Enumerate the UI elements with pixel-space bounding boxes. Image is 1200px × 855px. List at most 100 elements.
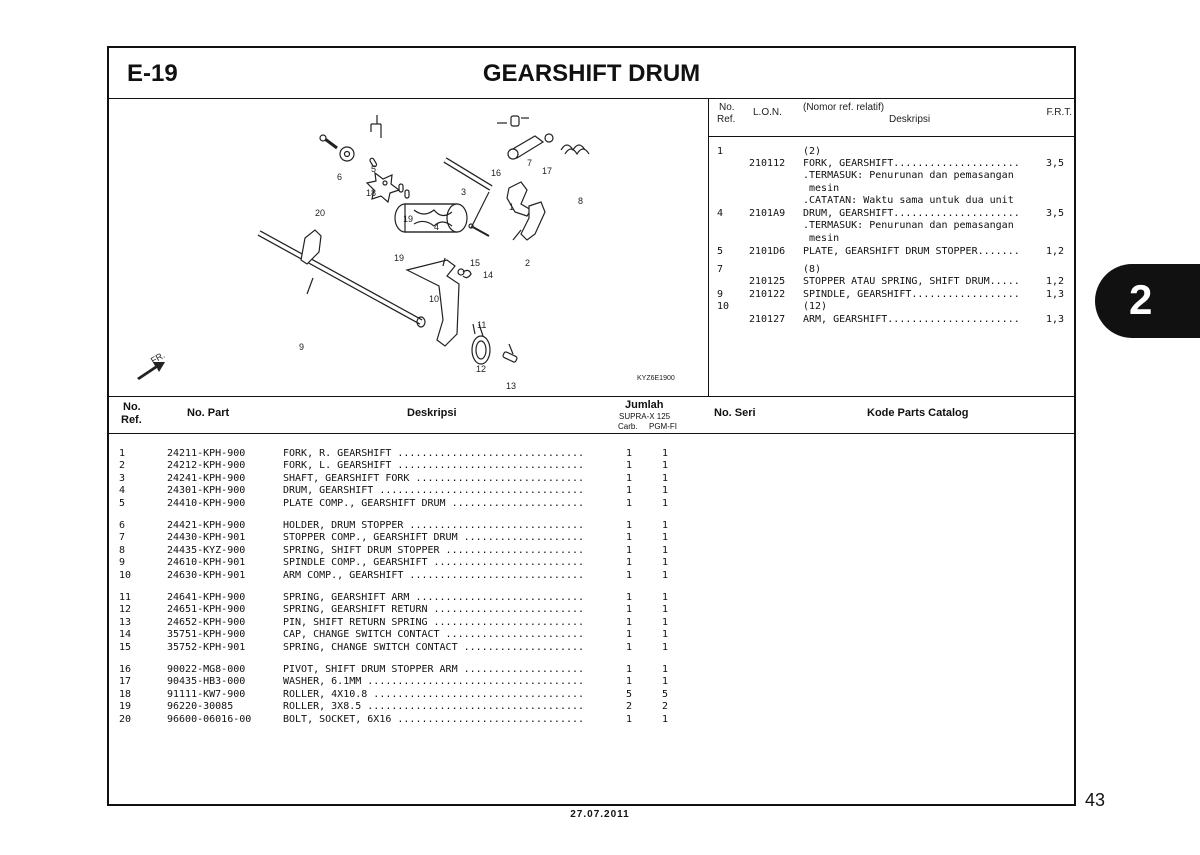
row-description: PIVOT, SHIFT DRUM STOPPER ARM ..........… [283,664,585,675]
row-ref: 19 [119,701,132,713]
row-description: CAP, CHANGE SWITCH CONTACT .............… [283,629,585,641]
row-qty-carb: 1 [625,664,633,675]
callout-7: 7 [527,158,532,168]
ref-desc: PLATE, GEARSHIFT DRUM STOPPER....... [803,246,1020,257]
ref-lon: 2101D6 [749,246,786,257]
callout-10: 10 [429,294,439,304]
ref-frt: 3,5 [1045,158,1064,169]
row-part-number: 24652-KPH-900 [167,616,246,628]
callout-12: 12 [476,364,486,374]
row-part-number: 24435-KYZ-900 [167,544,246,556]
row-part-number: 24651-KPH-900 [167,604,246,616]
row-qty-pgmfi: 1 [661,460,669,472]
ref-lon: 210112 [749,158,786,169]
row-ref: 15 [119,641,132,653]
ref-desc: mesin [803,233,840,244]
callout-3: 3 [461,187,466,197]
diagram-code: KYZ6E1900 [637,375,675,382]
gearshift-drum-illustration: FR. 1 2 3 4 5 6 7 8 9 10 11 12 13 14 15 … [137,115,675,391]
ref-desc: (12) [803,301,828,312]
row-qty-pgmfi: 1 [661,664,669,675]
row-qty-carb: 1 [625,520,633,531]
row-part-number: 35751-KPH-900 [167,629,246,641]
section-code: E-19 [127,60,178,87]
chapter-tab-number: 2 [1129,276,1153,323]
callout-11: 11 [477,320,486,330]
row-description: HOLDER, DRUM STOPPER ...................… [283,520,585,531]
ref-row: 1(2) [709,146,1076,159]
callout-1: 1 [509,202,514,212]
row-description: SHAFT, GEARSHIFT FORK ..................… [283,472,585,484]
callout-13: 13 [506,381,516,391]
ref-lon: 210125 [749,276,786,287]
ref-row: .TERMASUK: Penurunan dan pemasangan [709,220,1076,233]
row-qty-carb: 1 [625,629,633,641]
ref-header-divider [709,136,1076,137]
row-qty-pgmfi: 1 [661,520,669,531]
row-ref: 11 [119,592,132,603]
row-part-number: 24430-KPH-901 [167,532,246,544]
ref-frt: 3,5 [1045,208,1064,219]
ref-row: 210125 STOPPER ATAU SPRING, SHIFT DRUM...… [709,276,1076,289]
parts-table-header: No. Ref. No. Part Deskripsi Jumlah SUPRA… [109,396,1074,434]
row-ref: 5 [119,497,126,509]
chapter-tab[interactable]: 2 [1095,264,1200,338]
callout-9: 9 [299,342,304,352]
row-qty-pgmfi: 1 [661,532,669,544]
th-carb: Carb. [618,422,638,431]
footer-date: 27.07.2011 [570,809,630,820]
row-description: SPRING, SHIFT DRUM STOPPER .............… [283,544,585,556]
ref-no: 1 [717,146,724,157]
th-seri: No. Seri [714,407,756,419]
ref-no: 9 [717,289,724,300]
callout-20: 20 [315,208,325,218]
row-part-number: 24301-KPH-900 [167,485,246,497]
row-description: FORK, L. GEARSHIFT .....................… [283,460,585,472]
row-description: SPRING, CHANGE SWITCH CONTACT ..........… [283,641,585,653]
row-qty-pgmfi: 1 [661,641,669,653]
ref-desc: .TERMASUK: Penurunan dan pemasangan [803,170,1014,181]
row-part-number: 24410-KPH-900 [167,497,246,509]
row-part-number: 24421-KPH-900 [167,520,246,531]
row-qty-pgmfi: 2 [661,701,669,713]
th-ref: Ref. [121,414,142,426]
row-qty-carb: 1 [625,676,633,688]
row-qty-carb: 1 [625,460,633,472]
callout-17: 17 [542,166,552,176]
ref-no: 5 [717,246,724,257]
row-part-number: 96220-30085 [167,701,234,713]
callout-8: 8 [578,196,583,206]
ref-header-frt: F.R.T. [1046,107,1072,118]
ref-header-ref: Ref. [717,114,736,125]
ref-row: .CATATAN: Waktu sama untuk dua unit [709,195,1076,208]
ref-header-lon: L.O.N. [753,107,782,118]
row-qty-pgmfi: 1 [661,604,669,616]
ref-lon: 210127 [749,314,786,325]
row-ref: 13 [119,616,132,628]
ref-desc: STOPPER ATAU SPRING, SHIFT DRUM..... [803,276,1020,287]
row-description: WASHER, 6.1MM ..........................… [283,676,585,688]
